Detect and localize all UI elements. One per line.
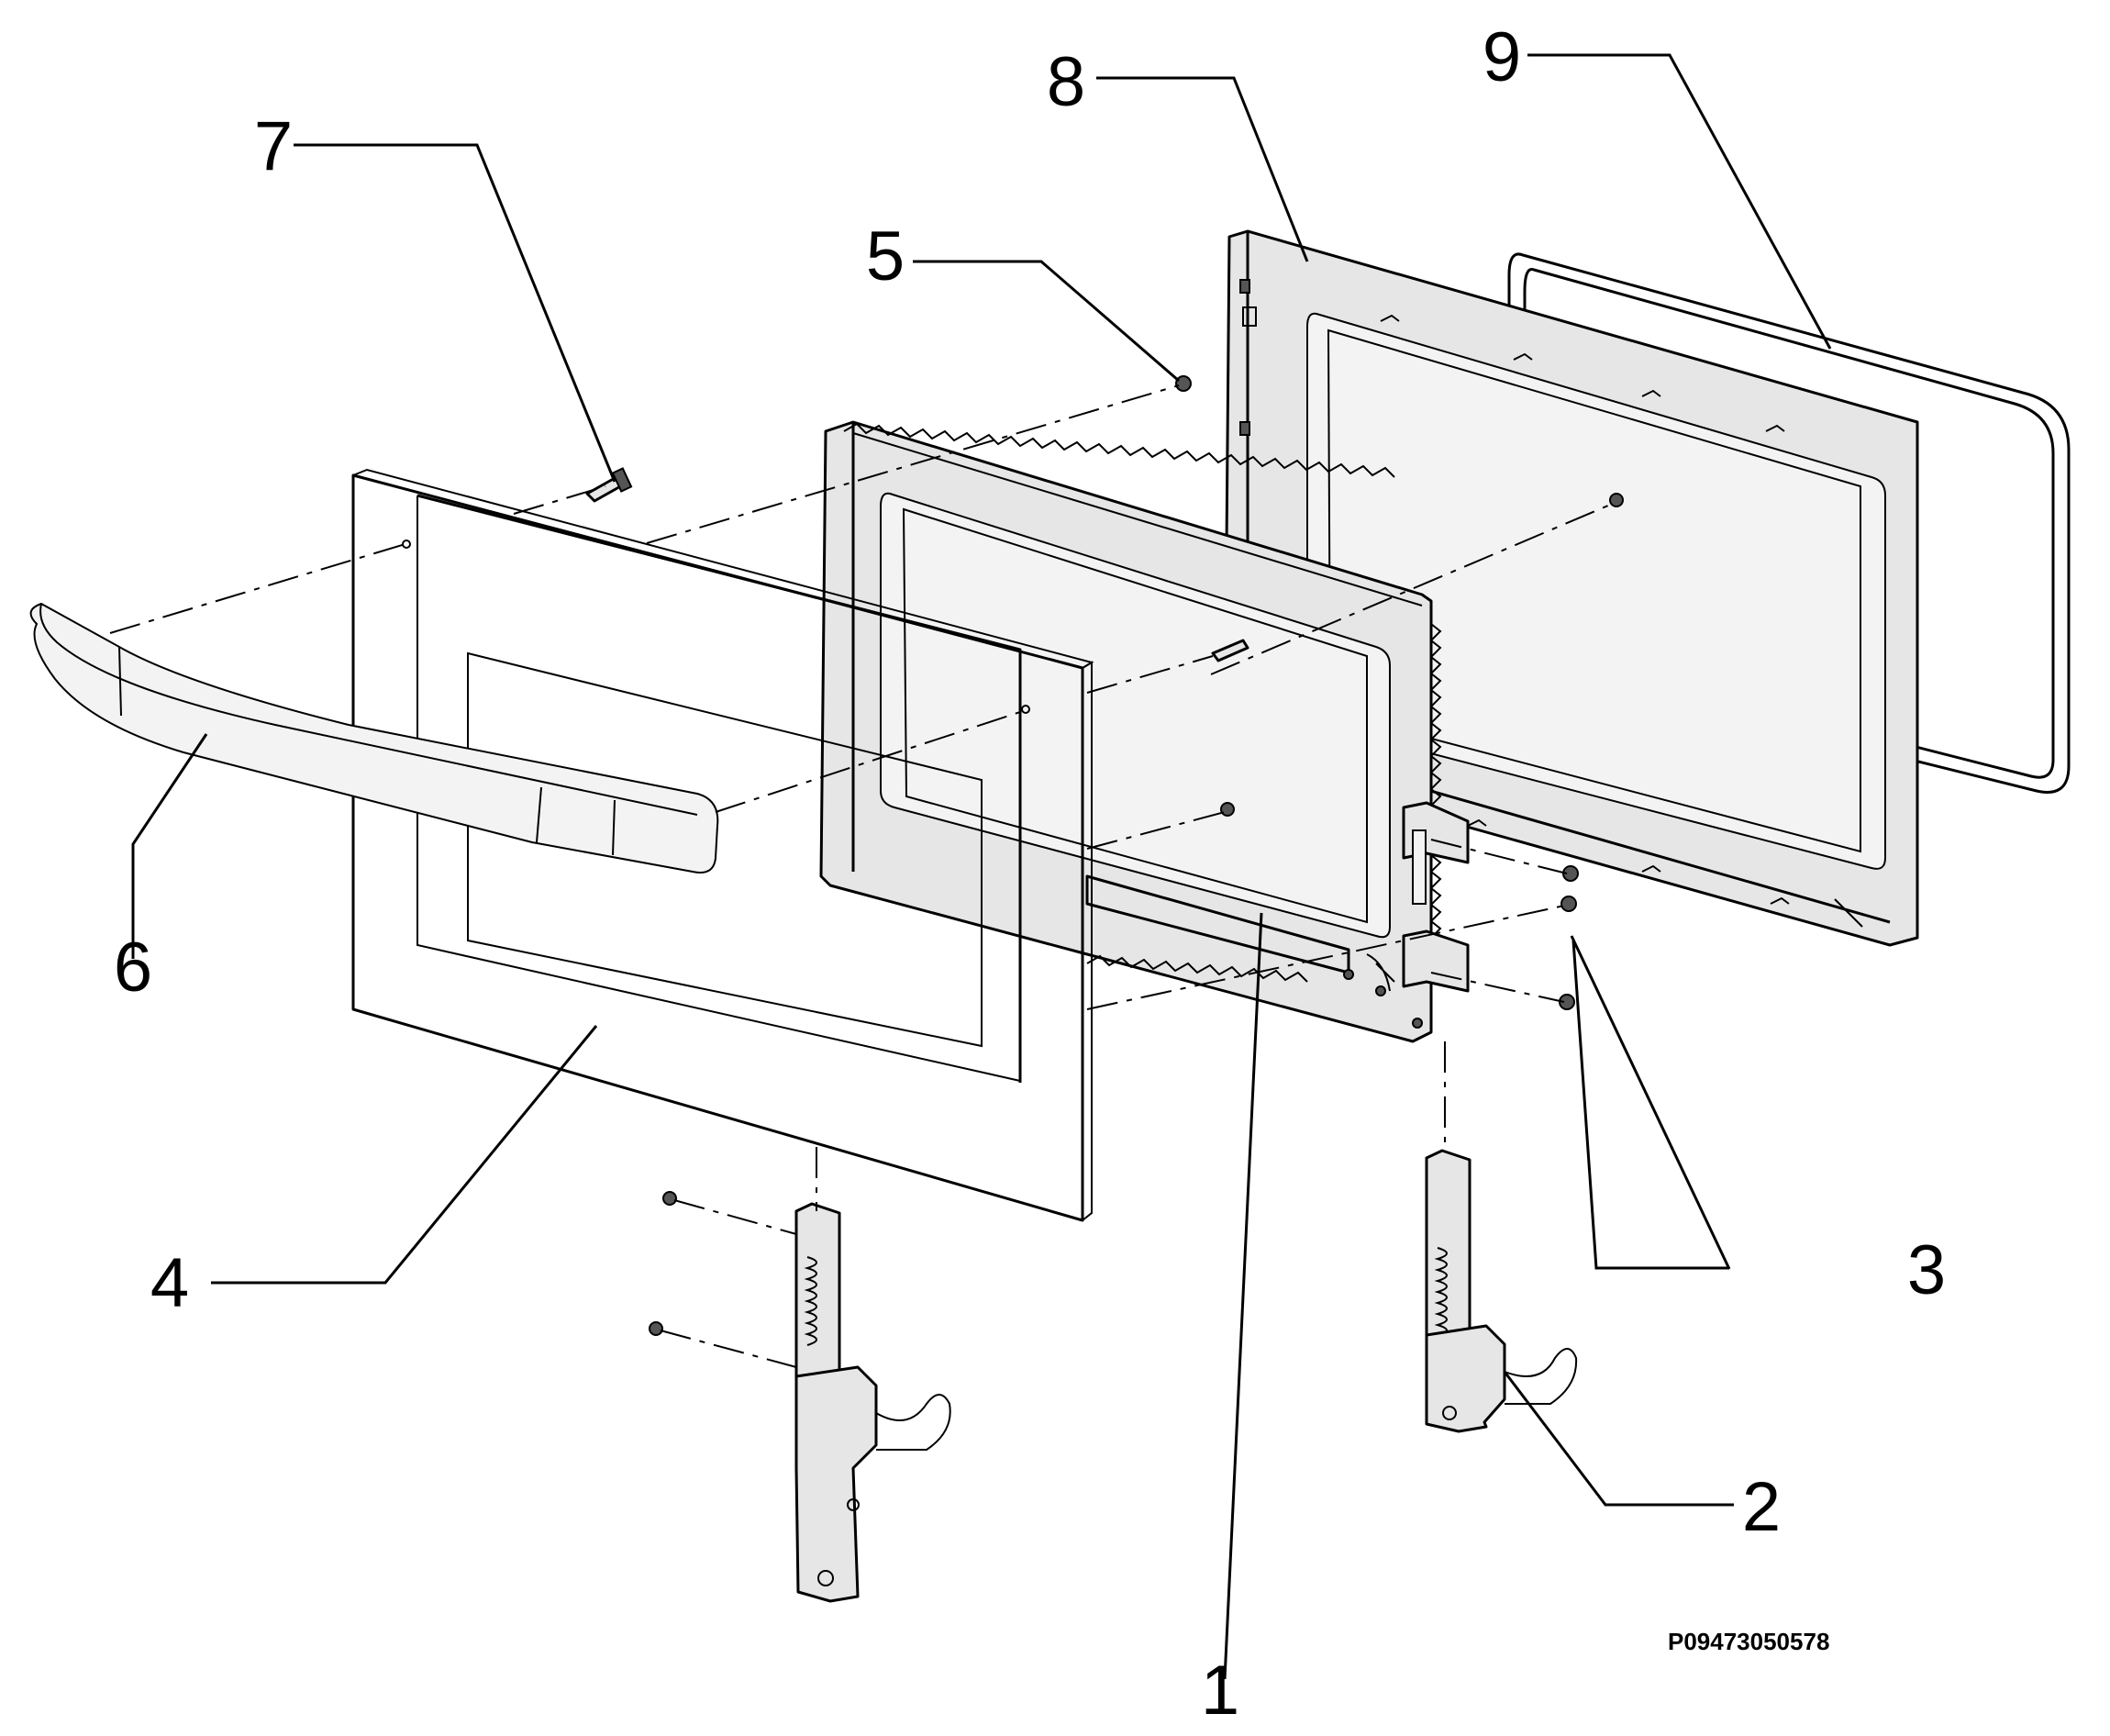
callout-8: 8 [1047, 43, 1085, 121]
part-3-hinge-screws [1559, 865, 1579, 1010]
callout-9: 9 [1483, 18, 1521, 96]
callout-7: 7 [254, 107, 293, 185]
callout-1: 1 [1201, 1652, 1239, 1730]
callout-numbers: 1 2 3 4 5 6 7 8 9 [114, 18, 1946, 1730]
part-2-door-hinge-left [794, 1202, 951, 1603]
assembly-lines [109, 384, 1616, 1368]
leader-lines [131, 53, 1832, 1680]
part-4-outer-door-glass [351, 468, 1094, 1222]
callout-6: 6 [114, 929, 152, 1007]
callout-4: 4 [150, 1244, 189, 1322]
callout-5: 5 [866, 217, 905, 295]
part-1-door-carrier-frame [819, 420, 1470, 1043]
part-9-door-gasket [1507, 252, 2071, 794]
drawing-code: P09473050578 [1668, 1628, 1829, 1655]
callout-3: 3 [1907, 1231, 1946, 1309]
part-7-handle-screw [585, 467, 633, 503]
callout-2: 2 [1742, 1468, 1781, 1546]
part-6-door-handle [29, 602, 719, 874]
part-2-door-hinge-right [1425, 1149, 1578, 1433]
part-5-frame-screw [1175, 375, 1192, 392]
misc-screws [649, 493, 1624, 1336]
